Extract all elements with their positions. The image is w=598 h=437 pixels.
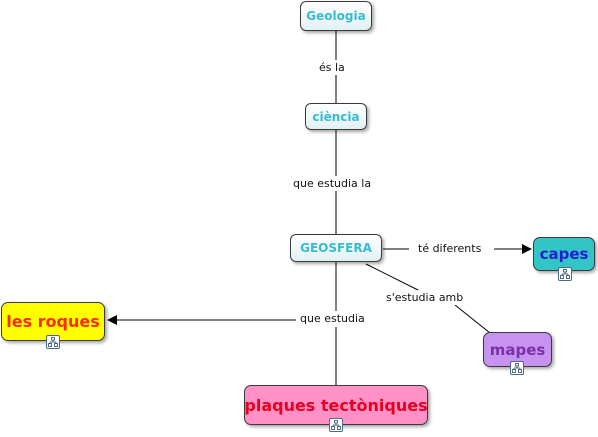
submap-icon[interactable]	[46, 335, 60, 349]
linking-phrase-es-la: és la	[316, 60, 348, 75]
linking-phrase-sestudia-amb: s'estudia amb	[383, 290, 467, 305]
concept-geosfera[interactable]: GEOSFERA	[290, 234, 382, 262]
submap-icon-glyph	[331, 420, 341, 430]
concept-les-roques[interactable]: les roques	[1, 302, 105, 341]
linking-phrase-te-diferents: té diferents	[415, 241, 485, 256]
concept-ciencia[interactable]: ciència	[305, 103, 367, 130]
submap-icon-glyph	[48, 337, 58, 347]
concept-geologia[interactable]: Geologia	[300, 1, 372, 31]
submap-icon-glyph	[560, 269, 570, 279]
link-sestudia-mapes	[454, 304, 491, 334]
concept-capes[interactable]: capes	[533, 237, 595, 271]
submap-icon[interactable]	[558, 267, 572, 281]
linking-phrase-que-estudia-la: que estudia la	[290, 176, 375, 191]
submap-icon[interactable]	[329, 418, 343, 432]
link-geosfera-sestudia	[365, 263, 421, 292]
submap-icon[interactable]	[510, 361, 524, 375]
linking-phrase-que-estudia: que estudia	[297, 311, 368, 326]
submap-icon-glyph	[512, 363, 522, 373]
